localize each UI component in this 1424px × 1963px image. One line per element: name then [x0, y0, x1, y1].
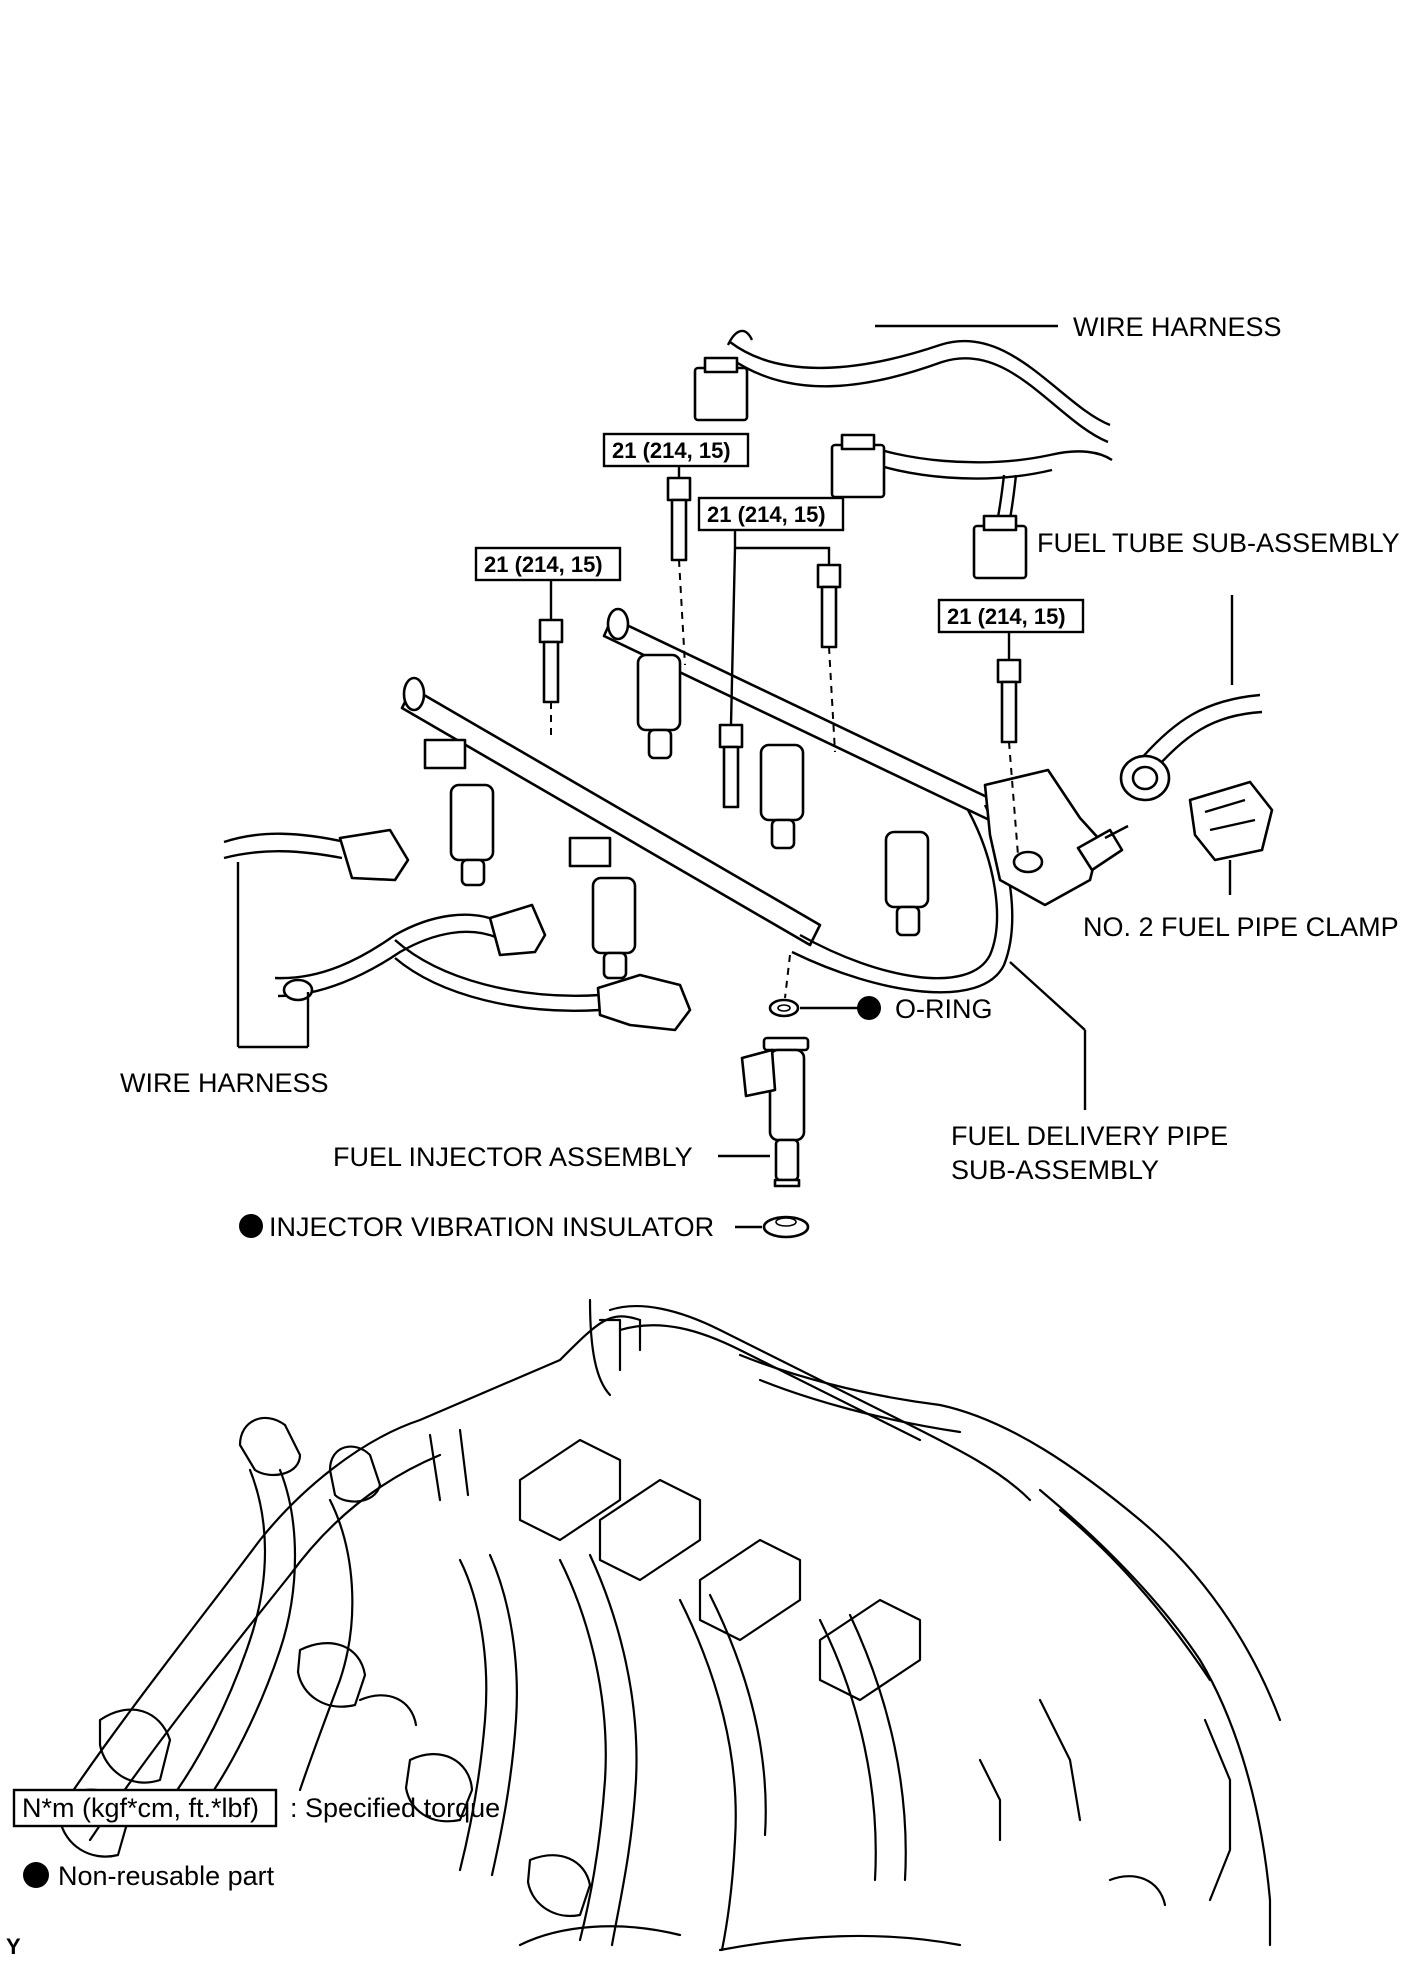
legend-torque-box-label: N*m (kgf*cm, ft.*lbf) — [22, 1793, 259, 1823]
legend: N*m (kgf*cm, ft.*lbf) : Specified torque… — [6, 1788, 500, 1959]
torque-value-3: 21 (214, 15) — [484, 552, 603, 577]
o-ring-nonreusable-dot — [857, 996, 881, 1020]
o-ring-dash — [784, 954, 791, 999]
insulator-hole — [775, 1217, 797, 1227]
left-wire-harness — [223, 828, 692, 1049]
fuel-delivery-pipe — [400, 607, 1129, 994]
installed-injectors — [423, 653, 930, 980]
legend-torque-text: : Specified torque — [290, 1793, 500, 1823]
label-wire-harness-top: WIRE HARNESS — [1073, 312, 1282, 342]
legend-nonreusable-text: Non-reusable part — [58, 1861, 275, 1891]
o-ring-part — [768, 998, 800, 1018]
legend-torque-box — [12, 1788, 278, 1828]
label-insulator: INJECTOR VIBRATION INSULATOR — [269, 1212, 714, 1242]
leader-fuel-delivery-1 — [1009, 961, 1086, 1031]
label-no2-clamp: NO. 2 FUEL PIPE CLAMP — [1083, 912, 1399, 942]
torque-value-4: 21 (214, 15) — [947, 604, 1066, 629]
fuel-tube — [1119, 595, 1263, 802]
label-o-ring: O-RING — [895, 994, 993, 1024]
torque-value-1: 21 (214, 15) — [612, 438, 731, 463]
label-fuel-delivery-2: SUB-ASSEMBLY — [951, 1155, 1159, 1185]
torque-callout-4: 21 (214, 15) — [937, 598, 1085, 660]
torque-callout-2: 21 (214, 15) — [697, 496, 845, 726]
engine-outline — [58, 1298, 1282, 1952]
fuel-pipe-clamp — [1188, 780, 1274, 895]
upper-wire-harness — [693, 329, 1113, 580]
bolt-dash-lines — [550, 559, 1019, 856]
o-ring-hole — [777, 1004, 791, 1012]
label-wire-harness-left: WIRE HARNESS — [120, 1068, 329, 1098]
label-fuel-tube: FUEL TUBE SUB-ASSEMBLY — [1037, 528, 1400, 558]
legend-nonreusable-dot — [23, 1862, 49, 1888]
corner-mark: Y — [6, 1934, 21, 1959]
bolts — [538, 476, 1022, 809]
label-fuel-delivery-1: FUEL DELIVERY PIPE — [951, 1121, 1228, 1151]
label-fuel-injector: FUEL INJECTOR ASSEMBLY — [333, 1142, 693, 1172]
torque-callout-3: 21 (214, 15) — [474, 546, 622, 620]
insulator-nonreusable-dot — [239, 1214, 263, 1238]
torque-callout-1: 21 (214, 15) — [602, 432, 750, 478]
torque-value-2: 21 (214, 15) — [707, 502, 826, 527]
fuel-injector-part — [740, 1036, 810, 1188]
insulator-part — [762, 1215, 810, 1239]
